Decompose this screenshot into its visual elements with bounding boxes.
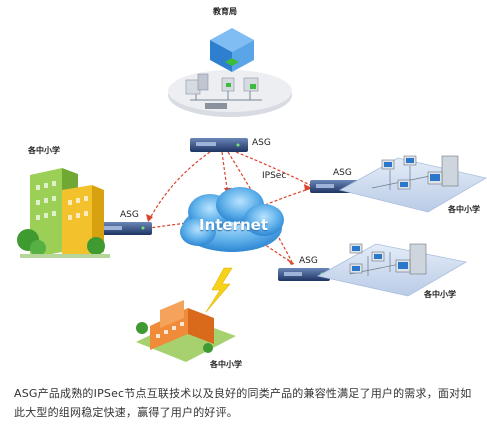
school-platform-right-bottom — [316, 243, 468, 297]
label-asg-right-top: ASG — [333, 168, 352, 178]
server-cluster-icon — [185, 73, 262, 109]
label-school-left: 各中小学 — [28, 146, 60, 155]
school-buildings-left-icon — [17, 168, 110, 258]
link-internet-left — [149, 221, 196, 229]
internet-cloud-icon — [180, 187, 284, 252]
label-asg-left: ASG — [120, 210, 139, 220]
wireless-bolt-icon — [205, 267, 233, 313]
datacenter-icon — [210, 28, 254, 169]
school-platform-right-top — [338, 155, 487, 213]
label-asg-right-bottom: ASG — [299, 256, 318, 266]
label-internet: Internet — [199, 216, 269, 234]
school-building-bottom-icon — [136, 300, 236, 362]
label-school-right-top: 各中小学 — [448, 205, 480, 214]
label-school-bottom: 各中小学 — [210, 360, 242, 369]
label-school-right-bottom: 各中小学 — [424, 290, 456, 299]
label-bureau: 教育局 — [213, 7, 237, 16]
asg-device-top — [190, 138, 248, 152]
label-asg-top: ASG — [252, 138, 271, 148]
link-bureau-left — [147, 151, 211, 223]
caption-text: ASG产品成熟的IPSec节点互联技术以及良好的同类产品的兼容性满足了用户的需求… — [14, 387, 472, 419]
link-bureau-internet — [221, 151, 229, 196]
label-ipsec: IPSec — [262, 171, 287, 181]
asg-device-left — [98, 222, 152, 235]
